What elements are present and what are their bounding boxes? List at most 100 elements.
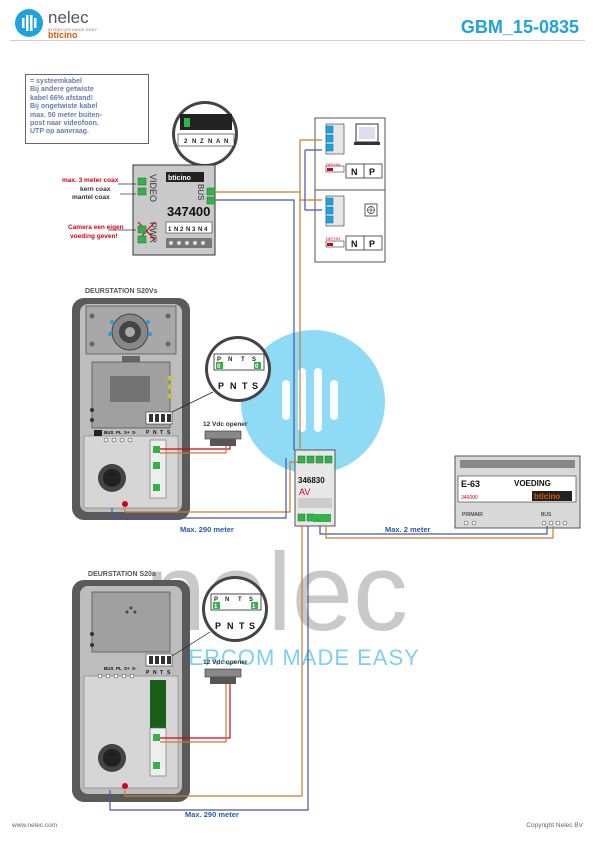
station-1-title: DEURSTATION S20Vs: [85, 288, 158, 295]
svg-text:bticino: bticino: [534, 492, 560, 501]
svg-text:PL: PL: [116, 666, 122, 671]
monitor-2: N P DEFON: [314, 189, 386, 263]
camera-note-2: voeding geven!: [70, 233, 118, 240]
svg-text:0: 0: [217, 364, 221, 370]
camera-note-1: Camera een eigen: [68, 224, 124, 231]
legend-line: post naar videofoon.: [30, 120, 99, 128]
station-2-title: DEURSTATION S20a: [88, 571, 156, 578]
svg-text:N: N: [351, 239, 358, 249]
logo-tagline: INTERCOM MADE EASY: [48, 27, 98, 32]
station-2-zoom: P N T S 1 1 P N T S: [171, 576, 268, 657]
svg-text:bticino: bticino: [168, 175, 191, 182]
svg-text:T: T: [241, 357, 245, 363]
svg-text:N: N: [208, 139, 212, 145]
svg-text:T: T: [239, 621, 245, 631]
svg-text:S: S: [252, 381, 258, 391]
svg-text:1: 1: [252, 604, 256, 610]
svg-text:S+: S+: [124, 430, 130, 435]
distributor-346830: 346830 AV: [294, 449, 336, 527]
svg-text:T: T: [238, 597, 242, 603]
svg-text:N: N: [174, 227, 178, 233]
svg-text:347400: 347400: [167, 204, 210, 219]
svg-text:T: T: [160, 430, 163, 436]
svg-text:N: N: [351, 167, 358, 177]
legend-line: UTP op aanvraag.: [30, 128, 90, 136]
svg-text:P: P: [215, 621, 221, 631]
svg-text:12 Vdc opener: 12 Vdc opener: [203, 421, 248, 428]
svg-text:4: 4: [204, 227, 208, 233]
svg-text:E-63: E-63: [461, 479, 480, 489]
svg-text:P: P: [217, 357, 221, 363]
station-1-zoom: P N T S 0 0 P N T S: [171, 336, 271, 413]
svg-text:P: P: [214, 597, 218, 603]
distance-label-3: Max. 290 meter: [185, 810, 239, 819]
svg-text:2: 2: [180, 227, 184, 233]
coax-shield-label: mantel coax: [72, 194, 110, 201]
svg-text:VOEDING: VOEDING: [514, 479, 551, 488]
svg-text:DEFON: DEFON: [326, 236, 340, 241]
svg-text:N: N: [230, 381, 237, 391]
logo-name: nelec: [48, 8, 89, 27]
legend-line: Bij andere getwiste: [30, 86, 94, 94]
svg-text:Z: Z: [200, 139, 204, 145]
svg-text:S: S: [167, 670, 171, 676]
svg-text:1: 1: [214, 604, 218, 610]
svg-text:3: 3: [192, 227, 196, 233]
svg-text:N: N: [153, 430, 157, 436]
svg-text:T: T: [160, 670, 163, 676]
svg-text:S: S: [167, 430, 171, 436]
svg-text:N: N: [192, 139, 196, 145]
power-supply-e63: E-63 VOEDING 346000 bticino PRIMAIR BUS: [454, 455, 581, 529]
svg-text:N: N: [186, 227, 190, 233]
station-1-opener: 12 Vdc opener: [203, 421, 248, 446]
svg-text:A: A: [216, 139, 221, 145]
svg-text:2: 2: [184, 139, 188, 145]
document-code: GBM_15-0835: [460, 17, 579, 37]
svg-text:BUS: BUS: [196, 184, 205, 200]
distance-label-2: Max. 2 meter: [385, 525, 431, 534]
svg-text:T: T: [242, 381, 248, 391]
header-divider: [10, 40, 585, 41]
legend-box: = systeemkabel Bij andere getwiste kabel…: [25, 74, 149, 144]
svg-text:S-: S-: [132, 430, 137, 435]
footer-website: www.nelec.com: [12, 822, 58, 829]
svg-text:S: S: [249, 597, 253, 603]
coax-max-label: max. 3 meter coax: [62, 177, 119, 184]
legend-line: kabel 66% afstand!: [30, 94, 94, 102]
station-2-opener: 12 Vdc opener: [203, 659, 248, 684]
svg-text:346000: 346000: [461, 495, 478, 501]
svg-text:N: N: [228, 357, 232, 363]
watermark-tagline: INTERCOM MADE EASY: [150, 645, 420, 670]
svg-text:S: S: [252, 357, 256, 363]
svg-text:BUS: BUS: [541, 512, 552, 518]
svg-text:PRIMAIR: PRIMAIR: [462, 512, 483, 518]
svg-text:VIDEO: VIDEO: [148, 174, 158, 202]
svg-text:12 Vdc opener: 12 Vdc opener: [203, 659, 248, 666]
svg-text:S: S: [249, 621, 255, 631]
door-station-s20a: BUS PL S+ S- P N T S: [72, 580, 190, 802]
svg-text:N: N: [227, 621, 234, 631]
svg-text:S-: S-: [132, 666, 137, 671]
svg-text:N: N: [225, 597, 229, 603]
svg-text:P: P: [369, 239, 375, 249]
svg-text:N: N: [153, 670, 157, 676]
svg-text:P: P: [146, 670, 150, 676]
svg-text:AV: AV: [299, 487, 310, 497]
door-station-s20vs: BUS PL S+ S- P N T S: [72, 298, 190, 520]
wires: [109, 139, 554, 811]
svg-text:DEFON: DEFON: [326, 162, 340, 167]
svg-text:BUS: BUS: [104, 430, 114, 435]
legend-line: max. 50 meter buiten-: [30, 111, 102, 119]
svg-text:PWR: PWR: [148, 222, 158, 243]
coax-core-label: kern coax: [80, 186, 111, 193]
svg-text:P: P: [369, 167, 375, 177]
svg-text:BUS: BUS: [104, 666, 114, 671]
footer-copyright: Copyright Nelec BV: [526, 822, 583, 829]
nelec-logo-icon: [15, 9, 43, 37]
svg-text:P: P: [146, 430, 150, 436]
legend-title: = systeemkabel: [30, 78, 82, 85]
svg-text:N: N: [224, 139, 228, 145]
